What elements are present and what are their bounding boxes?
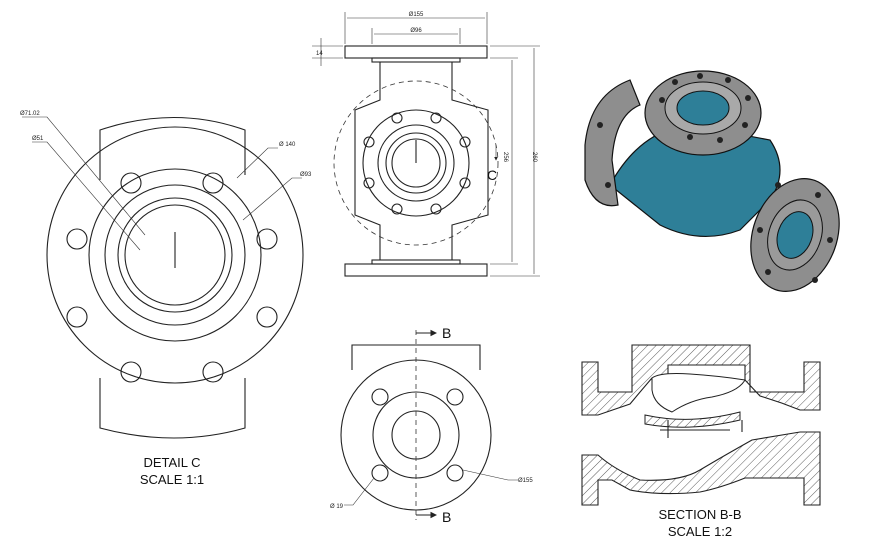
bolt-hole xyxy=(391,203,403,215)
bolt-hole xyxy=(446,464,464,482)
front-raised-face xyxy=(377,124,455,202)
bolt-hole xyxy=(459,136,471,148)
top-bore-3d xyxy=(676,90,730,126)
bolt-hole xyxy=(202,172,224,194)
bottom-body-outline xyxy=(351,344,481,370)
dim-bore-inner: Ø51 xyxy=(32,136,44,142)
bottom-flange-face xyxy=(371,259,461,265)
detail-c-scale: SCALE 1:1 xyxy=(140,472,204,487)
front-body xyxy=(354,62,489,260)
bottom-bolt-holes xyxy=(371,388,464,482)
dim-bore-outer: Ø71.02 xyxy=(20,111,40,117)
detail-c-bolt-holes xyxy=(66,172,278,383)
dim-overall-height: 260 xyxy=(531,152,537,163)
front-bore-outer xyxy=(385,132,447,194)
bolt-holes-3d xyxy=(597,73,833,283)
dim-flange-dia: Ø155 xyxy=(518,478,533,484)
detail-c-marker: C xyxy=(487,167,497,183)
detail-c-bore-inner xyxy=(124,204,226,306)
bolt-hole xyxy=(256,306,278,328)
dim-flange-width: Ø155 xyxy=(409,12,424,18)
bolt-hole xyxy=(430,203,442,215)
bolt-hole xyxy=(256,228,278,250)
front-dimensions xyxy=(312,12,540,277)
bolt-hole xyxy=(120,172,142,194)
bolt-hole xyxy=(66,228,88,250)
leader-bolt-hole xyxy=(344,477,375,506)
right-bore-3d xyxy=(776,211,814,259)
detail-c-title: DETAIL C xyxy=(143,455,200,470)
left-flange-3d xyxy=(584,79,641,207)
top-flange xyxy=(344,45,488,59)
isometric-view xyxy=(584,70,840,292)
detail-c-callout-circle xyxy=(333,80,499,246)
detail-c-leaders xyxy=(22,116,302,251)
bottom-view: B B Ø 19 Ø155 xyxy=(330,325,533,525)
section-upper-wall xyxy=(581,344,821,416)
bolt-hole xyxy=(120,361,142,383)
bolt-hole xyxy=(363,177,375,189)
section-lower-wall xyxy=(581,431,821,506)
dim-raised-face: Ø93 xyxy=(300,172,312,178)
leader-flange-dia xyxy=(462,469,518,481)
bolt-hole xyxy=(202,361,224,383)
front-bolt-holes xyxy=(363,112,471,215)
bolt-hole xyxy=(66,306,88,328)
detail-c-body-outline xyxy=(99,117,246,439)
detail-c-view: Ø71.02 Ø51 Ø 140 Ø93 DETAIL C SCALE 1:1 xyxy=(20,111,312,487)
section-web xyxy=(644,411,741,428)
front-bore-inner xyxy=(391,138,441,188)
section-cavity-upper xyxy=(651,373,746,413)
bottom-flange xyxy=(344,263,488,277)
front-view: C Ø155 Ø96 14 256 260 xyxy=(312,12,540,277)
top-flange-face xyxy=(371,57,461,63)
detail-c-bore-outer xyxy=(117,197,233,313)
bolt-hole xyxy=(446,388,464,406)
valve-body-3d xyxy=(609,124,781,237)
bolt-hole xyxy=(430,112,442,124)
bolt-hole xyxy=(363,136,375,148)
front-flange-circle xyxy=(362,109,470,217)
detail-c-face-ring xyxy=(104,184,246,326)
detail-c-raised-face xyxy=(88,168,262,342)
bolt-hole xyxy=(371,388,389,406)
section-bb-title: SECTION B-B xyxy=(658,507,741,522)
bolt-hole xyxy=(371,464,389,482)
bolt-hole xyxy=(459,177,471,189)
section-bb-view: SECTION B-B SCALE 1:2 xyxy=(581,344,821,539)
dim-face-width: Ø96 xyxy=(410,28,422,34)
dim-bolt-hole: Ø 19 xyxy=(330,504,344,510)
dim-flange-pcd: Ø 140 xyxy=(279,142,296,148)
dim-overall-inner: 256 xyxy=(502,152,508,163)
detail-c-flange-outer xyxy=(46,126,304,384)
section-bb-scale: SCALE 1:2 xyxy=(668,524,732,539)
dim-flange-thickness: 14 xyxy=(316,51,323,57)
section-marker-top: B xyxy=(442,325,451,341)
bolt-hole xyxy=(391,112,403,124)
section-marker-bottom: B xyxy=(442,509,451,525)
